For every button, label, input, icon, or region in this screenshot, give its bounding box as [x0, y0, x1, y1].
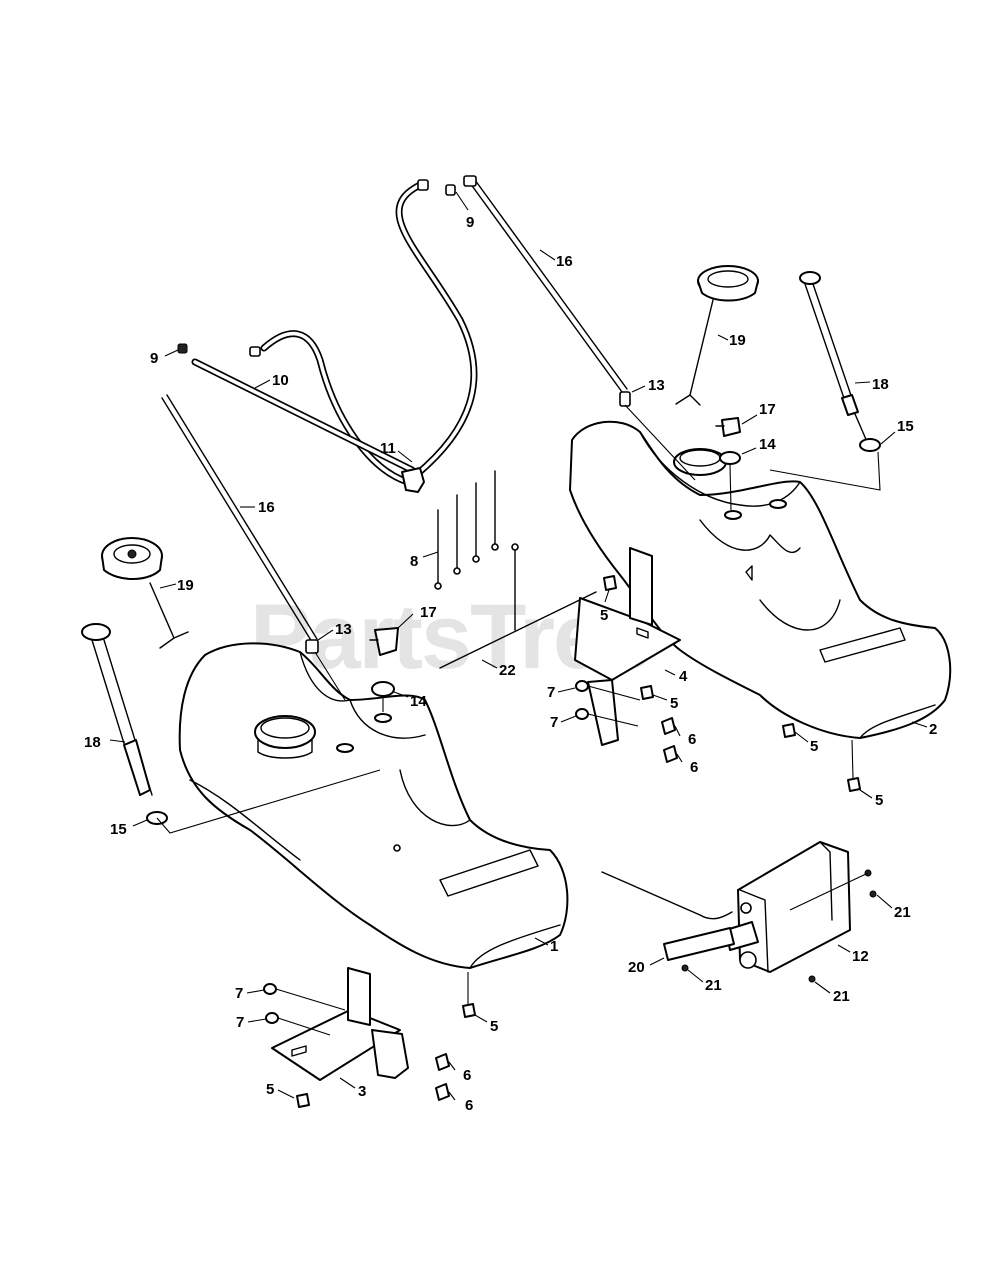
callout-21-bottom-left: 21 [705, 977, 722, 994]
callout-21-right: 21 [894, 904, 911, 921]
nut-5-c [782, 723, 796, 738]
callout-13-left: 13 [335, 621, 352, 638]
vent-hose-fitting-top [463, 175, 477, 187]
right-tank-body [569, 420, 952, 739]
grommet-14-right [719, 451, 741, 465]
callout-6-d: 6 [465, 1097, 473, 1114]
callout-11: 11 [380, 440, 396, 457]
callout-22: 22 [499, 662, 516, 679]
callout-6-c: 6 [463, 1067, 471, 1084]
callout-5-bracket4-top: 5 [600, 607, 608, 624]
callout-4: 4 [679, 668, 688, 685]
vent-valve-17-right [715, 417, 741, 437]
fuel-tank-right-2 [569, 420, 952, 739]
callout-7-d: 7 [236, 1014, 244, 1031]
grommet-14-left [371, 681, 395, 697]
callout-17-left: 17 [420, 604, 437, 621]
vent-valve-17-left [369, 627, 399, 656]
callout-10: 10 [272, 372, 289, 389]
cable-ties-8 [434, 470, 519, 631]
callout-7-b: 7 [550, 714, 558, 731]
callout-18-left: 18 [84, 734, 101, 751]
callout-20: 20 [628, 959, 645, 976]
callout-6-a: 6 [688, 731, 696, 748]
mounting-bracket-4 [574, 547, 681, 746]
grommet-15-right [859, 438, 881, 452]
callout-12: 12 [852, 948, 869, 965]
nut-5-d [847, 777, 861, 792]
callout-6-b: 6 [690, 759, 698, 776]
fuel-gauge-18-right [799, 271, 869, 445]
fuel-cap-19-right [675, 265, 759, 406]
nut-7-c [263, 983, 277, 995]
callout-13-right: 13 [648, 377, 665, 394]
mounting-bracket-3 [271, 967, 409, 1081]
callout-2: 2 [929, 721, 937, 738]
nut-7-d [265, 1012, 279, 1024]
fuel-hose-assembly [177, 179, 478, 493]
hose-clamp-left [249, 346, 261, 357]
right-tank-port [724, 510, 742, 520]
nut-5-e [462, 1003, 476, 1018]
callout-8: 8 [410, 553, 418, 570]
vent-fitting-13-left [305, 639, 319, 654]
callout-3: 3 [358, 1083, 366, 1100]
callout-15-left: 15 [110, 821, 127, 838]
nut-7-a [575, 680, 589, 692]
hose-clamp-9-left [177, 343, 188, 354]
left-tank-filler-neck [254, 715, 316, 749]
charcoal-canister-12 [725, 841, 851, 973]
callout-5-bracket4: 5 [670, 695, 678, 712]
callout-5-right-a: 5 [810, 738, 818, 755]
tee-fitting-11 [401, 467, 425, 493]
nut-5-a [603, 575, 617, 591]
right-tank-gauge-port [769, 499, 787, 509]
nut-5-b [640, 685, 654, 700]
assembly-lines [156, 404, 881, 834]
callout-17-right: 17 [759, 401, 776, 418]
hose-clamp-9-top [445, 184, 456, 196]
callout-9-left: 9 [150, 350, 158, 367]
callout-14-left: 14 [410, 693, 427, 710]
callout-1: 1 [550, 938, 558, 955]
hardware-fasteners [263, 575, 877, 1108]
callout-5-right-b: 5 [875, 792, 883, 809]
callout-9-top: 9 [466, 214, 474, 231]
nut-7-b [575, 708, 589, 720]
vent-hose-16-upper [469, 182, 623, 393]
left-tank-port [374, 713, 392, 723]
callout-21-bottom-right: 21 [833, 988, 850, 1005]
callouts: 9 16 19 18 9 10 13 17 14 15 11 16 [84, 191, 937, 1114]
fuel-cap-19-left [101, 537, 189, 649]
hose-clamp-top [417, 179, 429, 191]
callout-7-a: 7 [547, 684, 555, 701]
fuel-gauge-18-left [81, 623, 153, 796]
callout-7-c: 7 [235, 985, 243, 1002]
callout-15-right: 15 [897, 418, 914, 435]
callout-19-left: 19 [177, 577, 194, 594]
callout-18-right: 18 [872, 376, 889, 393]
callout-5-bottom-left: 5 [266, 1081, 274, 1098]
callout-16-upper: 16 [556, 253, 573, 270]
callout-5-bottom: 5 [490, 1018, 498, 1035]
rod-22 [439, 591, 597, 669]
nut-5-f [296, 1093, 310, 1108]
left-tank-gauge-port [336, 743, 354, 753]
callout-14-right: 14 [759, 436, 776, 453]
vent-hose-16-lower [161, 397, 313, 643]
callout-19-right: 19 [729, 332, 746, 349]
vent-fitting-13-right [619, 391, 631, 407]
callout-16-lower: 16 [258, 499, 275, 516]
hardware-leaders [275, 685, 869, 1101]
fuel-tank-left-1 [178, 642, 569, 969]
canister-bracket-20 [601, 871, 735, 961]
